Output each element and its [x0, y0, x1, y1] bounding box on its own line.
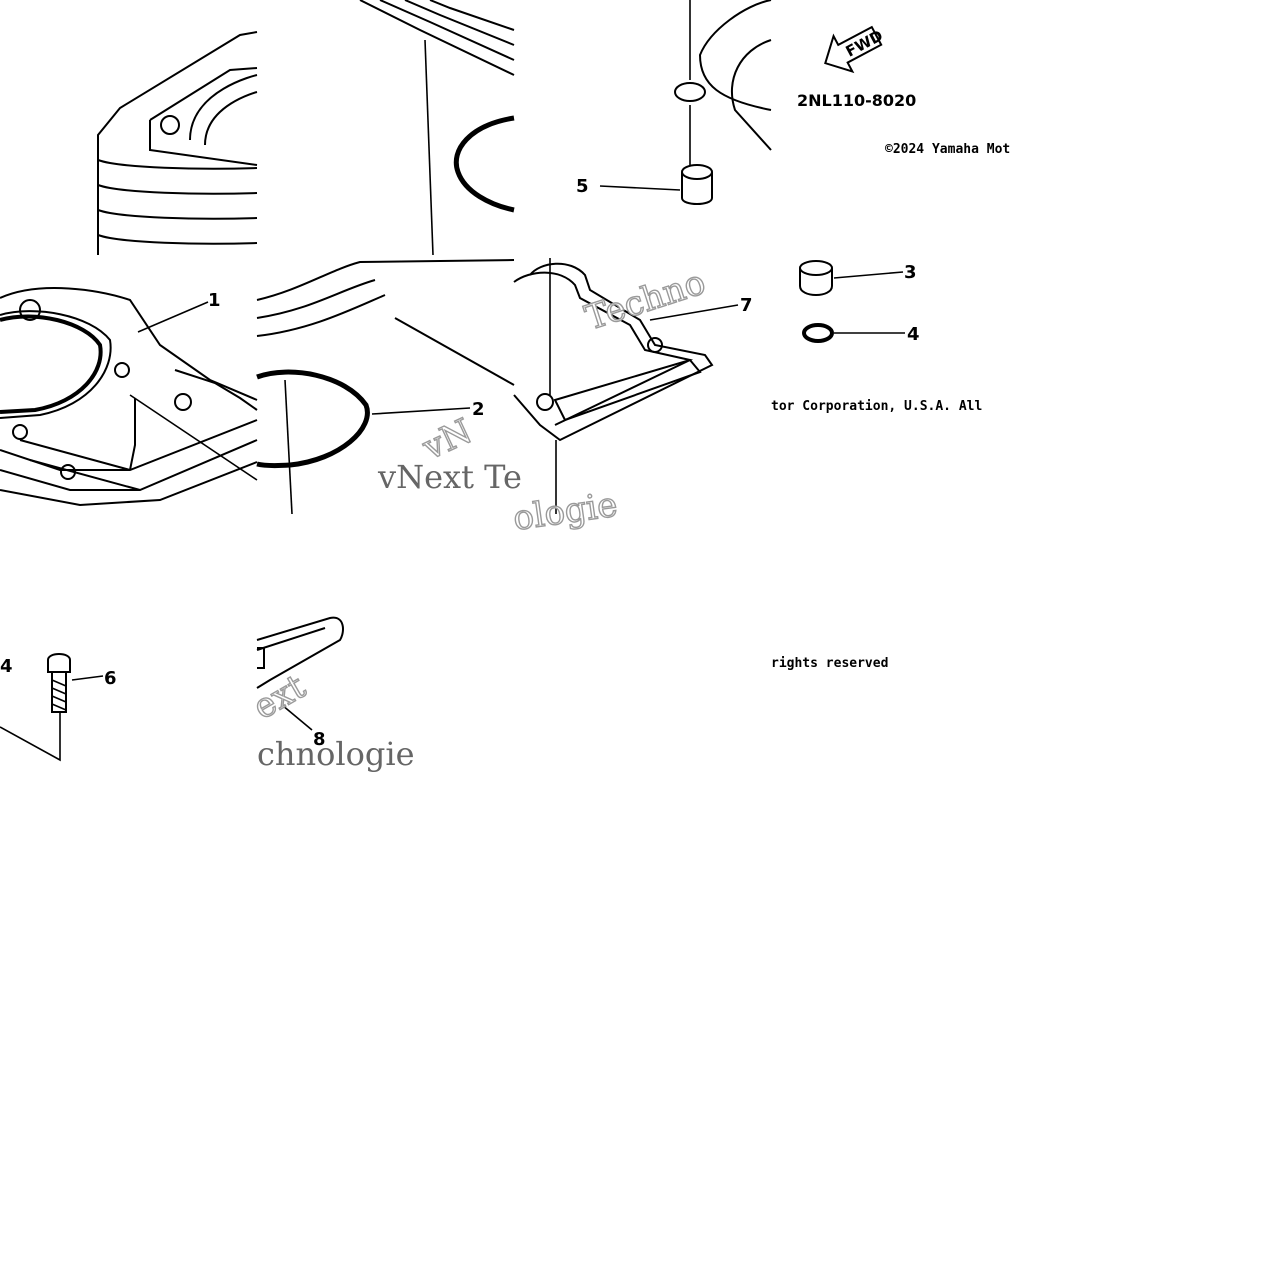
dowel-tile: 5: [576, 0, 772, 205]
part-label-8: 8: [313, 729, 326, 750]
copyright-fragment-2: tor Corporation, U.S.A. All: [771, 399, 982, 414]
part-label-4: 4: [907, 324, 920, 345]
footer-tile: rights reserved: [771, 656, 888, 671]
watermark-text-e: ext: [247, 667, 313, 728]
part-label-5: 5: [576, 176, 589, 197]
cylinder-fins-tile: [359, 0, 515, 256]
watermark-text-f: chnologie: [257, 735, 415, 773]
part-label-3: 3: [904, 262, 917, 283]
base-gasket-tile: 7 Techno ologie: [510, 258, 753, 540]
part-label-2: 2: [472, 399, 485, 420]
copyright-fragment-3: rights reserved: [771, 656, 888, 671]
cylinder-top-tile: [97, 31, 258, 255]
watermark-text-c: ologie: [511, 485, 620, 539]
cylinder-body-tile: 1: [0, 287, 258, 507]
fwd-arrow-icon: FWD: [824, 25, 886, 74]
bolt-tile: 6 4: [0, 653, 117, 762]
diagram-code: 2NL110-8020: [797, 91, 916, 110]
header-tile: FWD 2NL110-8020 ©2024 Yamaha Mot: [797, 25, 1010, 157]
part-label-fragment: 4: [0, 656, 13, 677]
small-parts-tile: 3 4 tor Corporation, U.S.A. All: [771, 260, 982, 414]
watermark-text-b: vNext Te: [377, 458, 522, 496]
part-label-6: 6: [104, 668, 117, 689]
ring-tile: 2 vNext Te vN: [256, 259, 522, 515]
part-label-7: 7: [740, 295, 753, 316]
part-label-1: 1: [208, 290, 221, 311]
part-8-tile: 8 ext chnologie: [246, 616, 415, 773]
copyright-fragment-1: ©2024 Yamaha Mot: [885, 142, 1010, 157]
